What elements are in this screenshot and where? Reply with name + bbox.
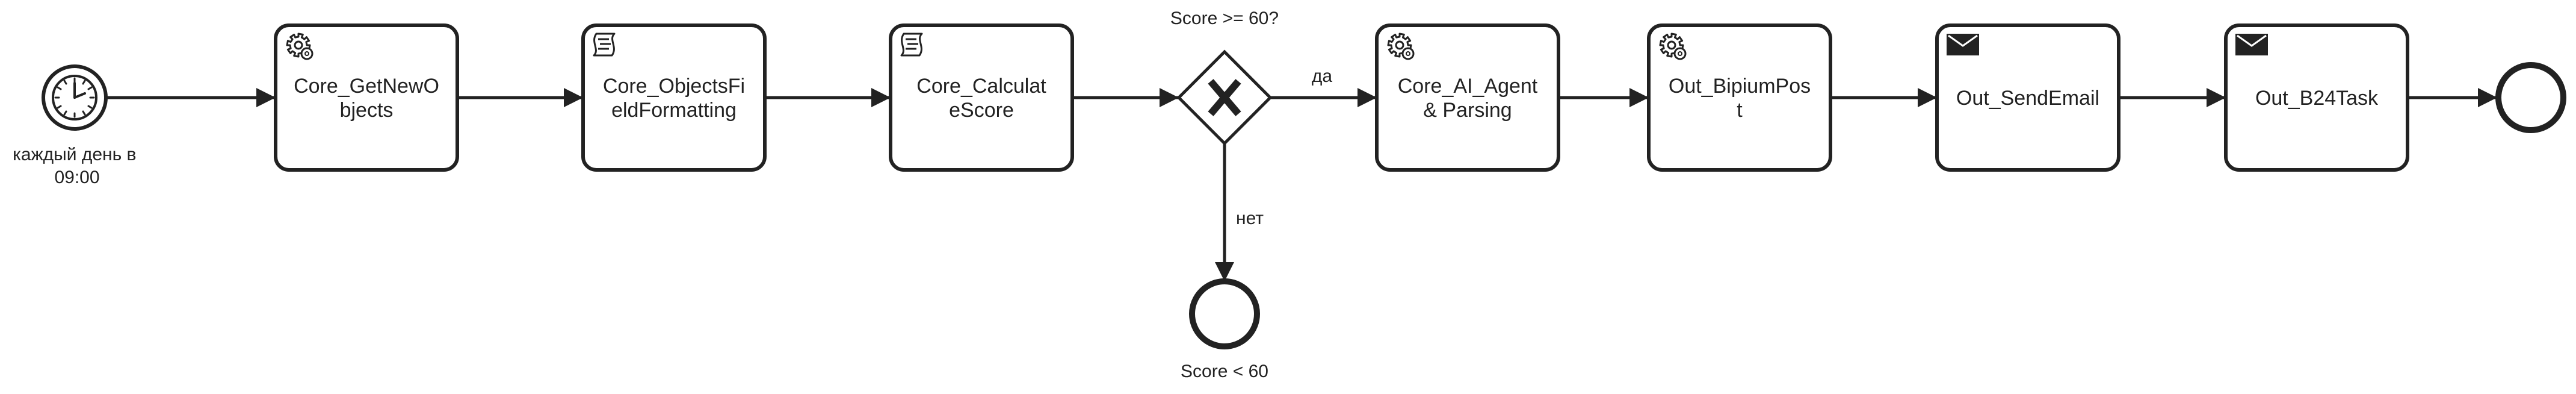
- x-icon: [1208, 79, 1241, 116]
- task-label: Core_AI_Agent& Parsing: [1398, 75, 1538, 122]
- end-event-no-branch[interactable]: [1189, 278, 1260, 349]
- task-label-line-2: & Parsing: [1423, 99, 1512, 122]
- script-icon: [593, 33, 616, 57]
- start-label-line-1: каждый день в: [13, 145, 136, 164]
- task-label-line-2: t: [1737, 99, 1743, 122]
- sequence-flows: [107, 88, 2497, 281]
- task-core-ai-agent-parsing[interactable]: Core_AI_Agent& Parsing: [1375, 23, 1560, 172]
- gateway-no-label: нет: [1236, 208, 1264, 228]
- start-timer-event[interactable]: каждый день в 09:00: [13, 64, 141, 187]
- task-label-line-1: Core_Calculat: [916, 75, 1046, 98]
- end-event-final[interactable]: [2495, 62, 2566, 133]
- task-label-line-1: Out_SendEmail: [1956, 87, 2099, 110]
- task-label-line-1: Core_ObjectsFi: [603, 75, 745, 98]
- task-box: [1935, 23, 2120, 172]
- task-box: [1375, 23, 1560, 172]
- task-label-line-1: Out_B24Task: [2255, 87, 2379, 110]
- task-box: [889, 23, 1074, 172]
- task-label: Out_B24Task: [2255, 87, 2379, 110]
- task-box: [2224, 23, 2409, 172]
- task-label-line-2: eScore: [949, 99, 1014, 122]
- task-box: [1647, 23, 1832, 172]
- task-box: [581, 23, 767, 172]
- task-label-line-2: bjects: [340, 99, 394, 122]
- envelope-icon: [2235, 34, 2268, 55]
- start-label-line-2: 09:00: [54, 167, 99, 187]
- gateway-yes-label: да: [1312, 66, 1333, 86]
- end-event-no-branch-label: Score < 60: [1181, 361, 1268, 381]
- task-label-line-1: Out_BipiumPos: [1669, 75, 1811, 98]
- task-box: [274, 23, 459, 172]
- task-out-send-email[interactable]: Out_SendEmail: [1935, 23, 2120, 172]
- start-event-label: каждый день в 09:00: [13, 145, 141, 187]
- task-label: Out_SendEmail: [1956, 87, 2099, 110]
- timer-icon: [52, 75, 97, 120]
- gateway-label: Score >= 60?: [1170, 8, 1279, 28]
- task-label-line-1: Core_AI_Agent: [1398, 75, 1538, 98]
- script-icon: [900, 33, 923, 57]
- task-out-b24-task[interactable]: Out_B24Task: [2224, 23, 2409, 172]
- gear-icon: [1387, 33, 1415, 60]
- gear-icon: [1659, 33, 1687, 60]
- task-label-line-2: eldFormatting: [611, 99, 737, 122]
- envelope-icon: [1947, 34, 1979, 55]
- exclusive-gateway[interactable]: [1176, 49, 1273, 146]
- gear-icon: [286, 33, 314, 60]
- task-label-line-1: Core_GetNewO: [294, 75, 439, 98]
